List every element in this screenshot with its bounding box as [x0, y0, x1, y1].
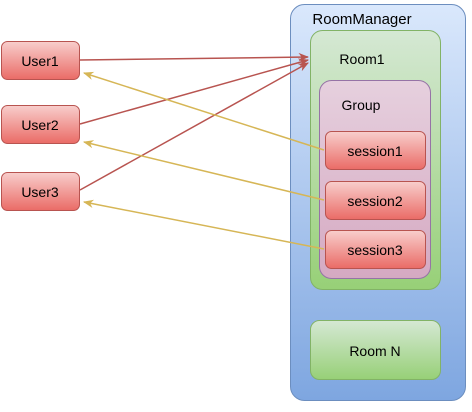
session3-label: session3 [347, 242, 402, 258]
edge-user3-room1 [79, 62, 309, 191]
room1-label: Room1 [339, 51, 384, 67]
user2-label: User2 [21, 117, 59, 133]
session1-node: session1 [325, 131, 426, 170]
group-label: Group [342, 97, 381, 113]
room-manager-label: RoomManager [312, 11, 411, 28]
edge-session3-user3 [82, 199, 325, 250]
room-n-node: Room N [310, 320, 441, 380]
edge-user2-room1 [79, 58, 310, 125]
room-n-label: Room N [349, 343, 400, 359]
user2-node: User2 [1, 105, 80, 144]
user1-label: User1 [21, 53, 59, 69]
edge-user1-room1 [79, 52, 310, 62]
edge-session1-user1 [83, 71, 325, 151]
session2-label: session2 [347, 193, 402, 209]
group-node: Group [319, 80, 431, 279]
user3-node: User3 [1, 172, 80, 211]
user1-node: User1 [1, 41, 80, 80]
session1-label: session1 [347, 143, 402, 159]
session2-node: session2 [325, 181, 426, 220]
session3-node: session3 [325, 230, 426, 269]
user3-label: User3 [21, 184, 59, 200]
edge-session2-user2 [82, 140, 325, 201]
